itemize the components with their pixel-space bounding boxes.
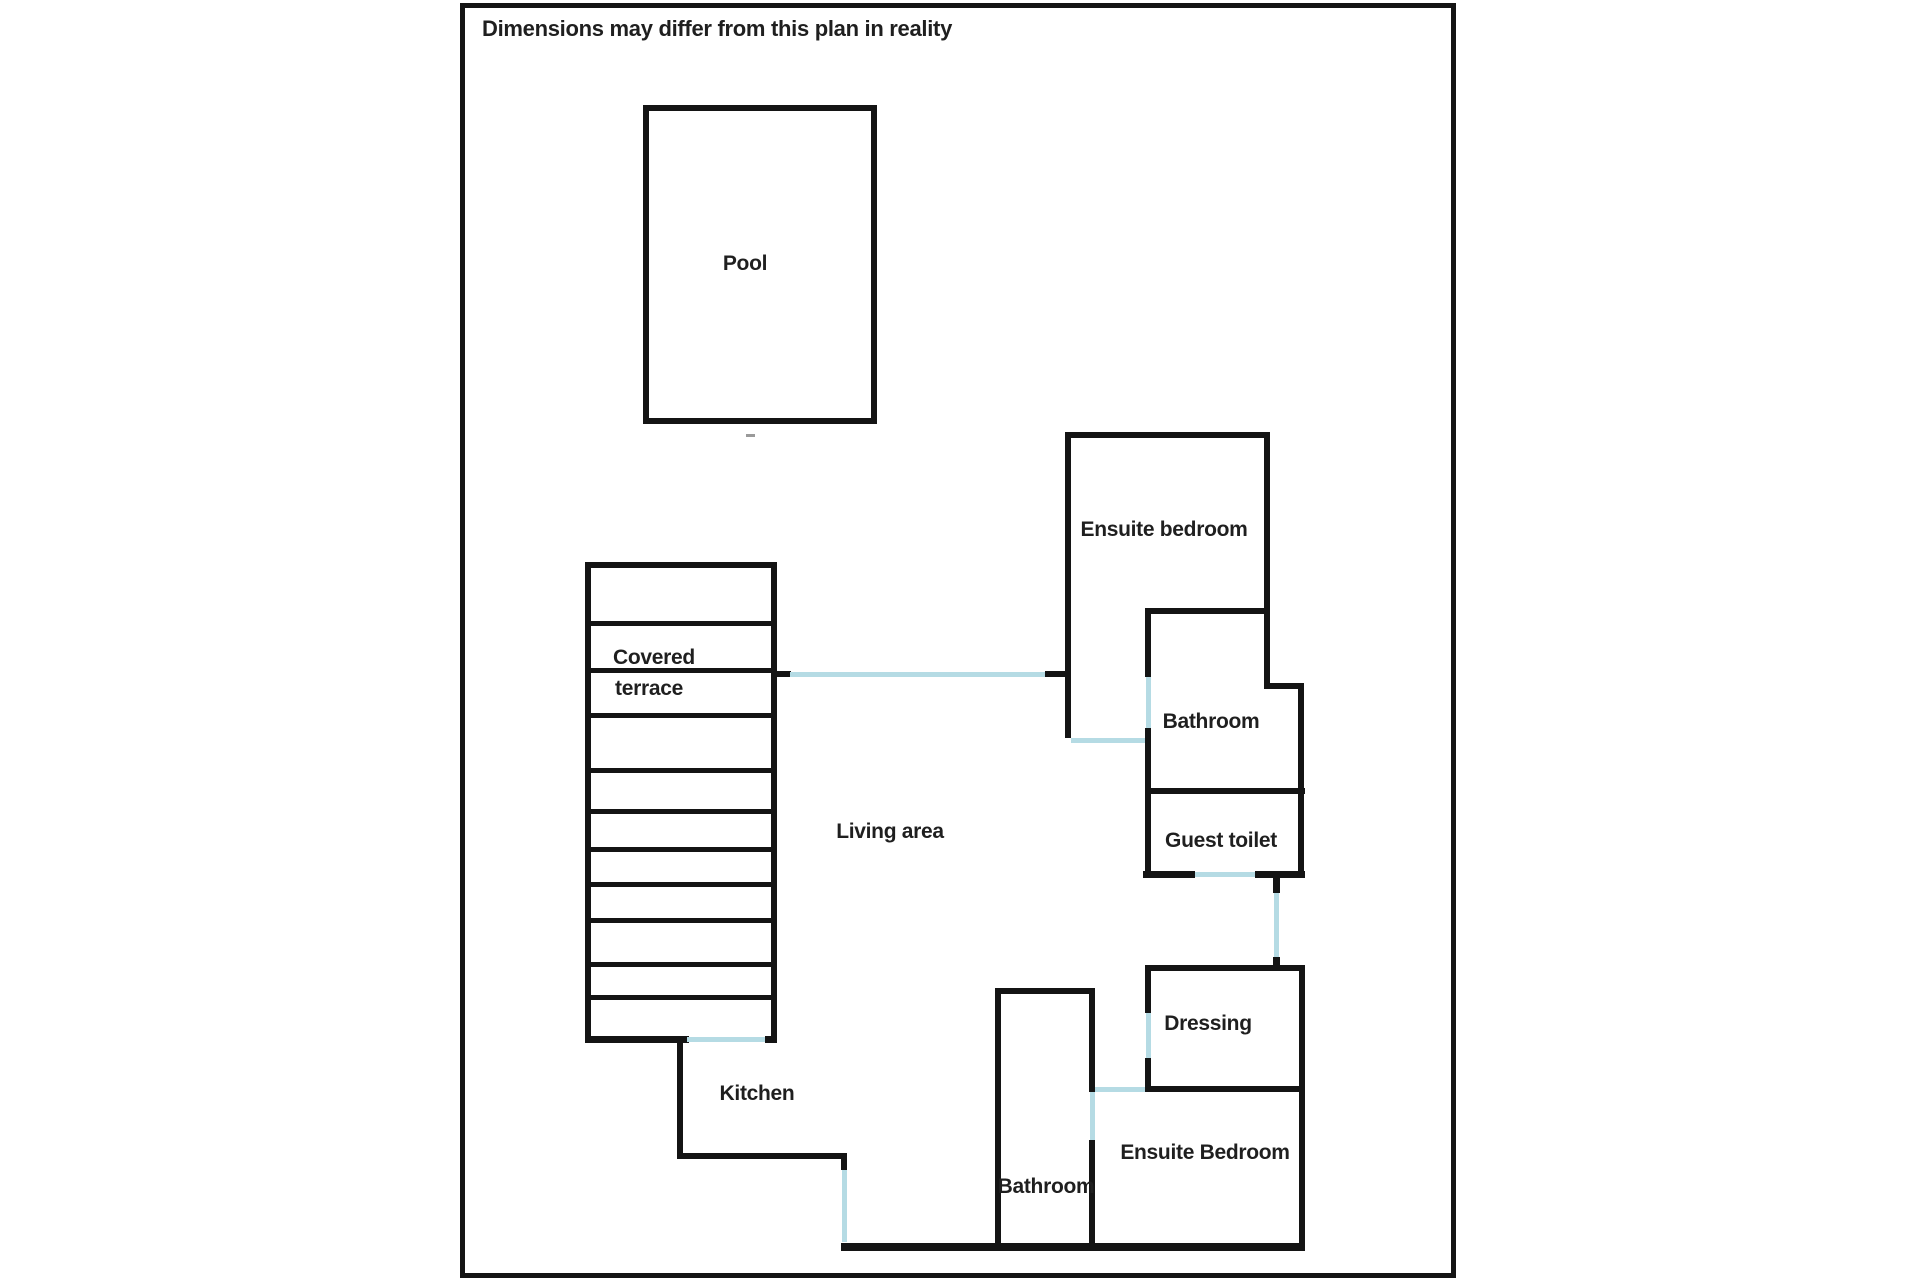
kitchen-label: Kitchen — [719, 1082, 795, 1105]
right-wall-step — [1264, 683, 1304, 689]
dressing-bottom-wall — [1145, 1086, 1305, 1092]
bathroom-top-left-wall-upper — [1145, 608, 1151, 677]
disclaimer-text: Dimensions may differ from this plan in … — [482, 16, 953, 41]
ensuite-bedroom-bottom-label: Ensuite Bedroom — [1120, 1141, 1290, 1164]
dressing-top-wall — [1145, 965, 1305, 971]
building-bottom-wall — [841, 1243, 1305, 1251]
terrace-slat-line — [588, 668, 774, 673]
terrace-door-opening — [687, 1037, 767, 1042]
bathroom-guest-toilet-divider-wall — [1145, 788, 1305, 794]
corridor-wall-stub-bottom — [1273, 957, 1280, 967]
guest-toilet-bottom-wall-left — [1143, 871, 1195, 878]
terrace-slat-line — [588, 621, 774, 626]
dressing-door-opening — [1146, 1013, 1151, 1058]
terrace-slat-line — [588, 882, 774, 887]
terrace-top-wall — [585, 562, 777, 568]
terrace-slat-line — [588, 995, 774, 1000]
corridor-wall-stub-top — [1273, 876, 1280, 893]
dressing-label: Dressing — [1164, 1012, 1252, 1035]
pool-label: Pool — [722, 252, 768, 275]
bathroom-top-label: Bathroom — [1162, 710, 1260, 733]
guest-toilet-left-wall — [1145, 794, 1151, 878]
living-area-label: Living area — [836, 820, 944, 843]
covered-terrace-label-line1: Covered — [613, 646, 695, 669]
kitchen-left-wall — [677, 1040, 683, 1158]
kitchen-wall-stub — [841, 1153, 847, 1170]
corridor-door-opening — [1274, 893, 1279, 961]
ensuite-bedroom-top-door-opening — [1071, 738, 1145, 743]
bathroom-top-left-wall-lower — [1145, 728, 1151, 794]
bathroom-bottom-right-wall-lower — [1089, 1140, 1095, 1246]
bathroom-bottom-label: Bathroom — [997, 1175, 1095, 1198]
pool-tick-mark — [746, 434, 755, 437]
connector-wall-stub-left — [777, 671, 791, 677]
pool-outline — [643, 105, 877, 424]
ensuite-bedroom-top-label: Ensuite bedroom — [1080, 518, 1248, 541]
covered-terrace-label-line2: terrace — [615, 677, 683, 700]
bathroom-bottom-top-wall — [995, 988, 1095, 994]
terrace-living-glass-opening — [790, 672, 1046, 677]
plan-outer-border — [460, 3, 1456, 1278]
bottom-section-right-wall — [1299, 965, 1305, 1251]
ensuite-bedroom-top-left-wall — [1065, 432, 1071, 738]
bathroom-bottom-door-opening — [1090, 1092, 1095, 1140]
terrace-slat-line — [588, 918, 774, 923]
bathroom-top-door-opening — [1146, 677, 1151, 728]
bathroom-top-top-wall — [1145, 608, 1270, 614]
ensuite-bedroom-top-top-wall — [1065, 432, 1270, 438]
kitchen-bottom-wall — [677, 1153, 847, 1159]
ensuite-bedroom-top-right-wall — [1264, 432, 1270, 689]
terrace-slat-line — [588, 768, 774, 773]
terrace-left-wall — [585, 562, 591, 1043]
hall-door-opening — [1095, 1087, 1145, 1092]
terrace-slat-line — [588, 847, 774, 852]
terrace-bottom-wall-left — [585, 1036, 689, 1043]
dressing-left-wall-upper — [1145, 965, 1151, 1013]
guest-toilet-door-opening — [1195, 872, 1255, 877]
terrace-bottom-wall-right — [765, 1036, 777, 1043]
guest-toilet-label: Guest toilet — [1165, 829, 1277, 852]
dressing-left-wall-lower — [1145, 1058, 1151, 1092]
terrace-slat-line — [588, 809, 774, 814]
bathroom-bottom-left-wall — [995, 988, 1001, 1246]
bathroom-bottom-right-wall-upper — [1089, 988, 1095, 1092]
kitchen-door-opening — [842, 1170, 847, 1242]
terrace-slat-line — [588, 713, 774, 718]
terrace-right-wall — [771, 562, 777, 1043]
top-section-right-wall — [1298, 683, 1304, 878]
terrace-slat-line — [588, 962, 774, 967]
guest-toilet-bottom-wall-right — [1255, 871, 1305, 878]
connector-wall-stub-right — [1045, 671, 1065, 677]
